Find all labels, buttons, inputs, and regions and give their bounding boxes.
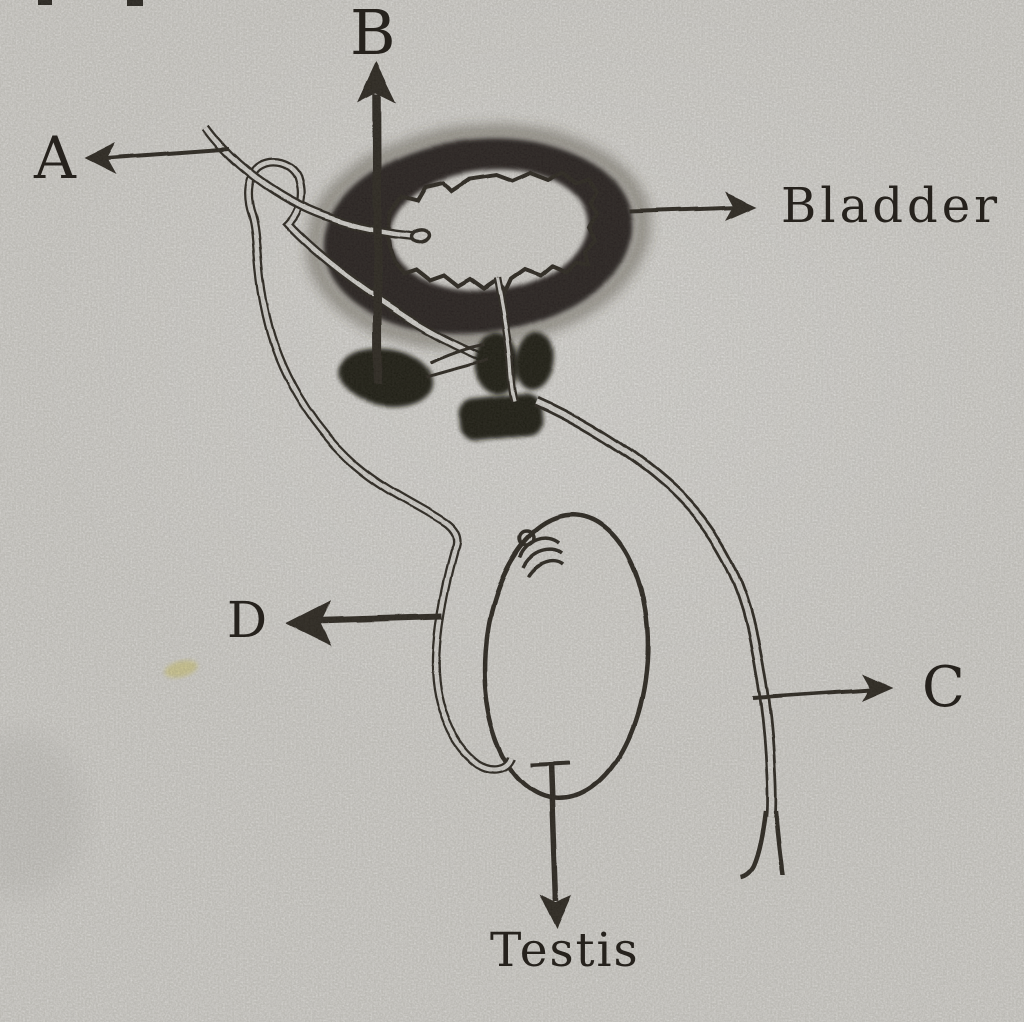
label-b: B [350,0,396,69]
label-testis: Testis [490,923,640,978]
label-d: D [227,591,268,649]
label-c: C [922,655,965,720]
label-bladder: Bladder [781,178,1002,234]
label-a: A [34,124,76,192]
